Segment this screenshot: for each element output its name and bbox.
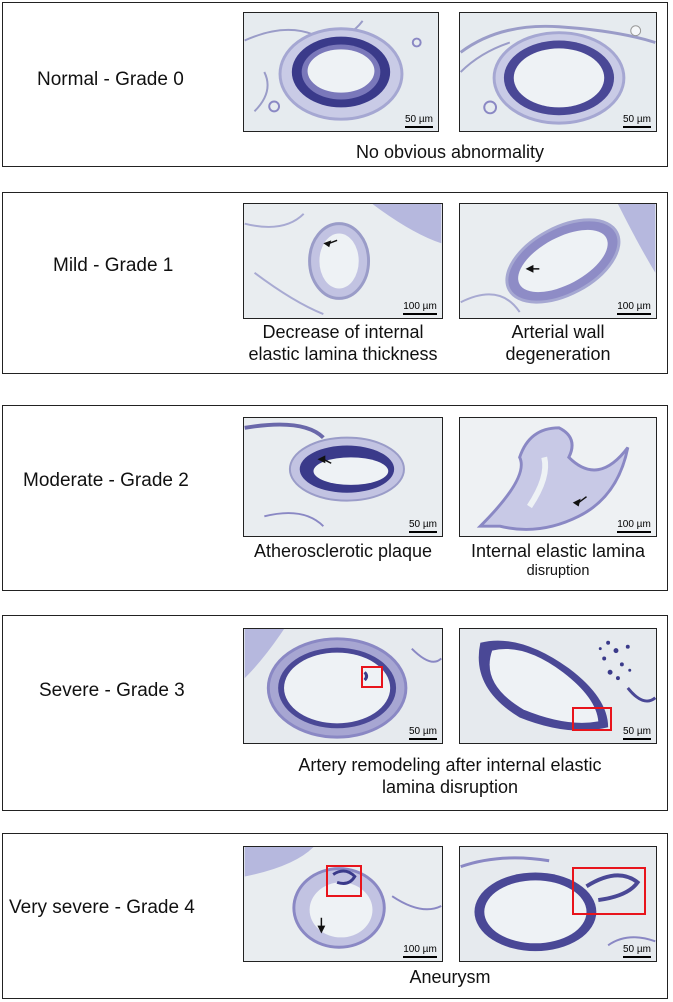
grade-1-panel: Mild - Grade 1 100 µm 100 µm (2, 192, 668, 374)
caption-text: elastic lamina thickness (248, 344, 438, 364)
grade-label: Normal - Grade 0 (37, 69, 184, 90)
histology-image-right: 50 µm (459, 846, 657, 962)
grade-0-panel: Normal - Grade 0 50 µm 50 µm (2, 2, 668, 167)
caption-text: lamina disruption (381, 777, 519, 797)
caption-text: Decrease of internal (262, 322, 424, 342)
caption-text: Aneurysm (409, 967, 491, 987)
histology-image-left: 50 µm (243, 417, 443, 537)
highlight-box (572, 707, 612, 731)
caption-text: Arterial wall (511, 322, 605, 342)
caption-text: degeneration (505, 344, 611, 364)
caption-text: No obvious abnormality (355, 142, 545, 162)
artery-cross-section (460, 856, 656, 952)
scale-bar-label: 100 µm (403, 301, 437, 312)
highlight-box (572, 867, 646, 915)
grade-label: Moderate - Grade 2 (23, 470, 189, 491)
histology-image-left: 100 µm (243, 203, 443, 319)
highlight-box (326, 865, 362, 897)
grade-3-panel: Severe - Grade 3 50 µm (2, 615, 668, 811)
grade-2-panel: Moderate - Grade 2 50 µm 100 µm Ath (2, 405, 668, 591)
scale-bar-label: 50 µm (623, 726, 651, 737)
scale-bar: 100 µm (403, 302, 437, 315)
caption-text: Internal elastic lamina (470, 541, 646, 561)
grade-label: Very severe - Grade 4 (9, 897, 195, 918)
scale-bar: 100 µm (617, 302, 651, 315)
histology-image-right: 100 µm (459, 417, 657, 537)
scale-bar: 50 µm (623, 727, 651, 740)
scale-bar-label: 100 µm (617, 301, 651, 312)
scale-bar: 100 µm (617, 520, 651, 533)
histology-image-right: 50 µm (459, 12, 657, 132)
caption: Internal elastic lamina disruption (449, 540, 667, 580)
histology-image-right: 50 µm (459, 628, 657, 744)
artery-cross-section (244, 204, 442, 315)
scale-bar: 100 µm (403, 945, 437, 958)
scale-bar-label: 50 µm (623, 114, 651, 125)
scale-bar: 50 µm (405, 115, 433, 128)
artery-cross-section (476, 426, 630, 531)
caption-text: Artery remodeling after internal elastic (298, 755, 602, 775)
histology-image-right: 100 µm (459, 203, 657, 319)
scale-bar: 50 µm (409, 727, 437, 740)
caption: Artery remodeling after internal elastic… (243, 754, 657, 798)
scale-bar-label: 50 µm (409, 726, 437, 737)
histology-image-left: 100 µm (243, 846, 443, 962)
caption: Decrease of internal elastic lamina thic… (243, 321, 443, 365)
highlight-box (361, 666, 383, 688)
caption: Aneurysm (243, 966, 657, 988)
scale-bar-label: 50 µm (405, 114, 433, 125)
scale-bar-label: 50 µm (409, 519, 437, 530)
caption-text: disruption (526, 563, 590, 579)
scale-bar-label: 100 µm (403, 944, 437, 955)
grade-4-panel: Very severe - Grade 4 100 µm 50 µm (2, 833, 668, 999)
caption-text: Atherosclerotic plaque (253, 541, 433, 561)
scale-bar: 50 µm (623, 945, 651, 958)
artery-cross-section (460, 24, 656, 125)
artery-cross-section (244, 422, 405, 527)
caption: Atherosclerotic plaque (223, 540, 463, 562)
histology-image-left: 50 µm (243, 628, 443, 744)
artery-cross-section (244, 20, 422, 121)
grade-label: Mild - Grade 1 (53, 255, 174, 276)
scale-bar: 50 µm (623, 115, 651, 128)
artery-cross-section (460, 204, 656, 313)
grade-label: Severe - Grade 3 (39, 680, 185, 701)
caption: Arterial wall degeneration (459, 321, 657, 365)
histology-image-left: 50 µm (243, 12, 439, 132)
scale-bar: 50 µm (409, 520, 437, 533)
caption: No obvious abnormality (243, 141, 657, 163)
scale-bar-label: 50 µm (623, 944, 651, 955)
scale-bar-label: 100 µm (617, 519, 651, 530)
